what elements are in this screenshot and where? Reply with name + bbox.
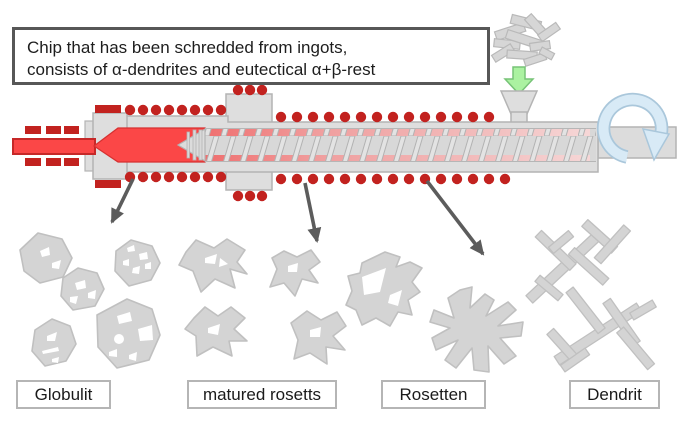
- hopper-icon: [499, 90, 539, 125]
- screw: [176, 127, 596, 163]
- stage-label-matured-rosetts: matured rosetts: [187, 380, 337, 409]
- matured-rosetts-micrograph: [178, 238, 347, 365]
- rotation-arrow-icon: [596, 92, 671, 164]
- chips-pile-icon: [490, 12, 562, 67]
- nozzle-tube: [12, 138, 96, 155]
- stage-label-dendrit: Dendrit: [569, 380, 660, 409]
- globulit-micrograph: [19, 232, 161, 369]
- caption-box: Chip that has been schredded from ingots…: [12, 27, 490, 85]
- screw-tip: [176, 127, 206, 163]
- rosetten-micrograph: [345, 251, 524, 373]
- feed-arrow-icon: [503, 66, 535, 96]
- dendrit-micrograph: [525, 218, 657, 373]
- pointer-arrow-globulit: [110, 178, 135, 224]
- stage-label-globulit: Globulit: [16, 380, 111, 409]
- stage-pointer-arrows: [110, 178, 485, 256]
- pointer-arrow-rosetten: [425, 179, 485, 256]
- stage-label-rosetten: Rosetten: [381, 380, 486, 409]
- pointer-arrow-rosetts: [303, 182, 322, 243]
